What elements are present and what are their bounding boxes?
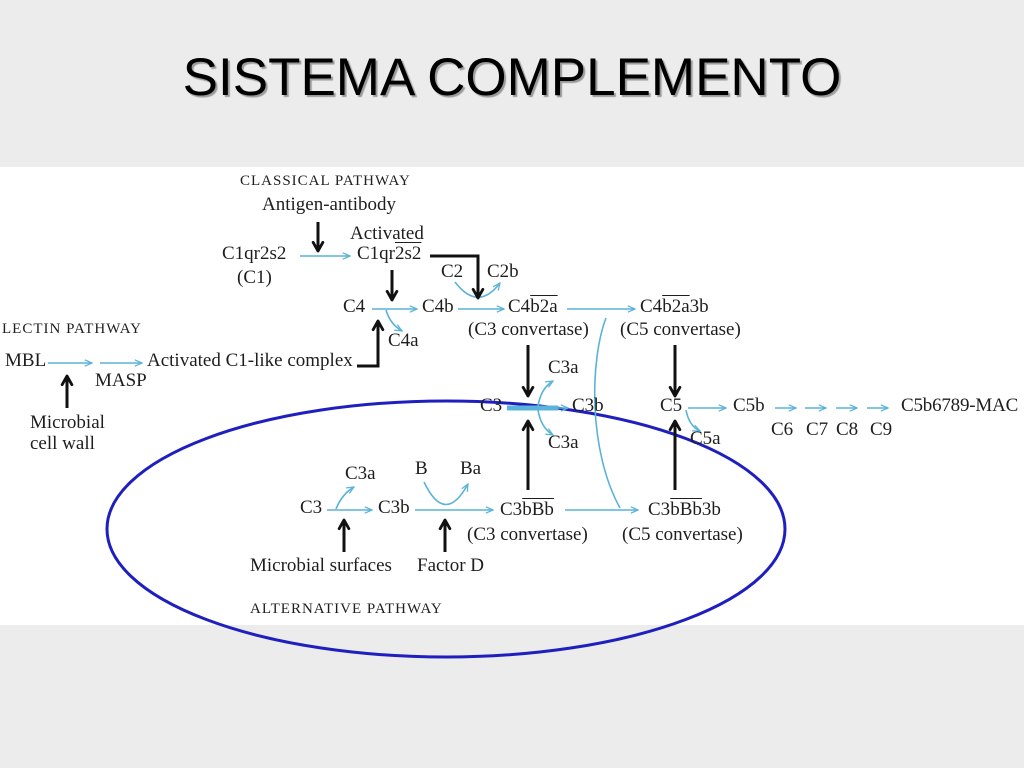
arrow-factor-b-cleavage: [423, 481, 468, 506]
c2b-label: C2b: [487, 261, 519, 282]
lectin-pathway-heading: LECTIN PATHWAY: [2, 321, 142, 337]
c3b-joining-curve: [593, 317, 621, 509]
microbial-cell-wall-line2: cell wall: [30, 433, 95, 454]
arrow-c4a-release: [385, 309, 402, 331]
c8-label: C8: [836, 419, 859, 440]
alternative-c3-convertase: C3bBb: [500, 500, 554, 520]
arrow-lectin-complex-to-c4: [357, 319, 385, 368]
alt-c3a-label: C3a: [345, 463, 376, 484]
ba-label: Ba: [460, 458, 482, 479]
alternative-c3-convertase-label: (C3 convertase): [467, 524, 588, 545]
c3a-bottom-label: C3a: [548, 432, 579, 453]
activated-label: Activated: [350, 223, 424, 244]
activated-c1-prefix: C1qr: [357, 243, 395, 264]
c4-label: C4: [343, 296, 366, 317]
alternative-c5-convertase-prefix: C3: [648, 499, 671, 520]
c4b-label: C4b: [422, 296, 454, 317]
alternative-c5-convertase: C3bBb3b: [648, 500, 721, 520]
masp-label: MASP: [95, 370, 147, 391]
classical-c3-convertase: C4b2a: [508, 297, 558, 317]
c7-label: C7: [806, 419, 829, 440]
alternative-pathway-highlight-ellipse: [105, 399, 787, 659]
classical-c3-convertase-prefix: C4: [508, 296, 531, 317]
classical-c5-convertase-prefix: C4: [640, 296, 663, 317]
c5b-label: C5b: [733, 395, 765, 416]
classical-pathway-heading: CLASSICAL PATHWAY: [240, 173, 411, 189]
classical-c5-convertase-label: (C5 convertase): [620, 319, 741, 340]
c3a-top-label: C3a: [548, 357, 579, 378]
classical-c3-convertase-label: (C3 convertase): [468, 319, 589, 340]
factor-b-label: B: [415, 458, 428, 479]
classical-c5-convertase-overlined: b2a: [662, 296, 690, 317]
mac-label: C5b6789-MAC: [901, 395, 1019, 416]
microbial-cell-wall-line1: Microbial: [30, 412, 105, 433]
antigen-antibody-label: Antigen-antibody: [262, 194, 397, 215]
c2-label: C2: [441, 261, 464, 282]
c3b-label: C3b: [572, 395, 604, 416]
classical-c3-convertase-overlined: b2a: [530, 296, 558, 317]
c3-label: C3: [480, 395, 503, 416]
alt-c3b-label: C3b: [378, 497, 410, 518]
c5a-label: C5a: [690, 428, 721, 449]
c9-label: C9: [870, 419, 893, 440]
arrow-c3a-release-top: [537, 381, 553, 407]
alternative-pathway-heading: ALTERNATIVE PATHWAY: [250, 601, 443, 617]
classical-c5-convertase-suffix: 3b: [689, 296, 709, 317]
alternative-c3-convertase-overlined: bBb: [522, 499, 554, 520]
microbial-surfaces-label: Microbial surfaces: [250, 555, 392, 576]
alternative-c5-convertase-suffix: 3b: [701, 499, 721, 520]
c4a-label: C4a: [388, 330, 419, 351]
classical-c5-convertase: C4b2a3b: [640, 297, 709, 317]
c5-label: C5: [660, 395, 683, 416]
activated-c1-like-complex-label: Activated C1-like complex: [147, 350, 353, 371]
activated-c1-overlined: 2s2: [395, 243, 422, 264]
arrow-activated-c1-to-c2: [430, 254, 485, 300]
c6-label: C6: [771, 419, 794, 440]
slide-title: SISTEMA COMPLEMENTO: [182, 48, 842, 107]
arrow-c3a-release-bottom: [537, 409, 553, 435]
activated-c1-label: C1qr2s2: [357, 244, 421, 264]
c1-label: C1qr2s2: [222, 243, 287, 264]
mbl-label: MBL: [5, 350, 47, 371]
factor-d-label: Factor D: [417, 555, 485, 576]
diagram-panel: [0, 167, 1024, 625]
alternative-c3-convertase-prefix: C3: [500, 499, 523, 520]
c1-alias-label: (C1): [237, 267, 272, 288]
alt-c3-label: C3: [300, 497, 323, 518]
alternative-c5-convertase-label: (C5 convertase): [622, 524, 743, 545]
alternative-c5-convertase-overlined: bBb: [670, 499, 702, 520]
arrow-c5a-release: [685, 409, 700, 432]
arrow-alt-c3a-release: [335, 487, 354, 510]
